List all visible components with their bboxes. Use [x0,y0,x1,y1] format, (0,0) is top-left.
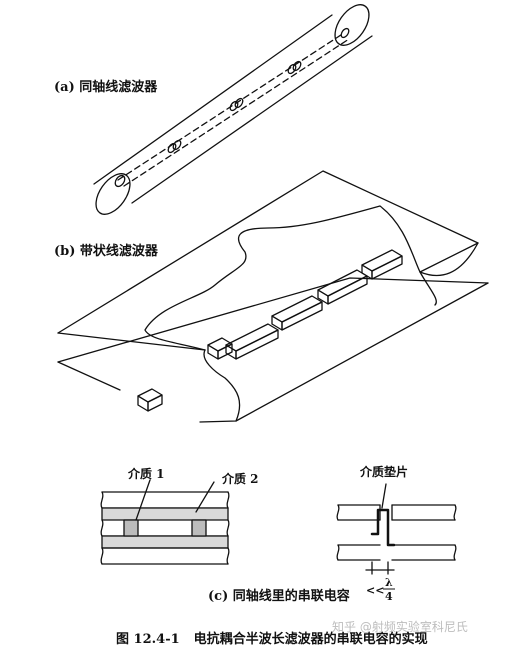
label-dielectric-1: 介质 1 [127,466,165,481]
figure-caption: 图 12.4-1 电抗耦合半波长滤波器的串联电容的实现 [116,628,442,647]
label-lambda-den: 4 [385,590,393,603]
strip-resonators [137,249,403,412]
label-lambda-prefix: << [366,584,384,597]
stripline-filter-drawing [57,170,489,423]
label-dielectric-2: 介质 2 [221,471,259,486]
label-c: (c) 同轴线里的串联电容 [208,588,350,604]
coaxial-filter-drawing [93,4,373,215]
coax-capacitor-right-drawing [336,483,457,575]
coax-capacitor-left-drawing [100,479,230,565]
watermark: 知乎 @射频实验室科尼氏 [332,620,468,634]
figure-number: 图 12.4-1 [116,632,180,647]
label-a: (a) 同轴线滤波器 [54,79,158,95]
label-dielectric-pad: 介质垫片 [359,464,408,479]
figure-caption-text: 电抗耦合半波长滤波器的串联电容的实现 [193,632,428,647]
label-b: (b) 带状线滤波器 [54,243,159,259]
label-lambda-num: λ [385,576,393,589]
